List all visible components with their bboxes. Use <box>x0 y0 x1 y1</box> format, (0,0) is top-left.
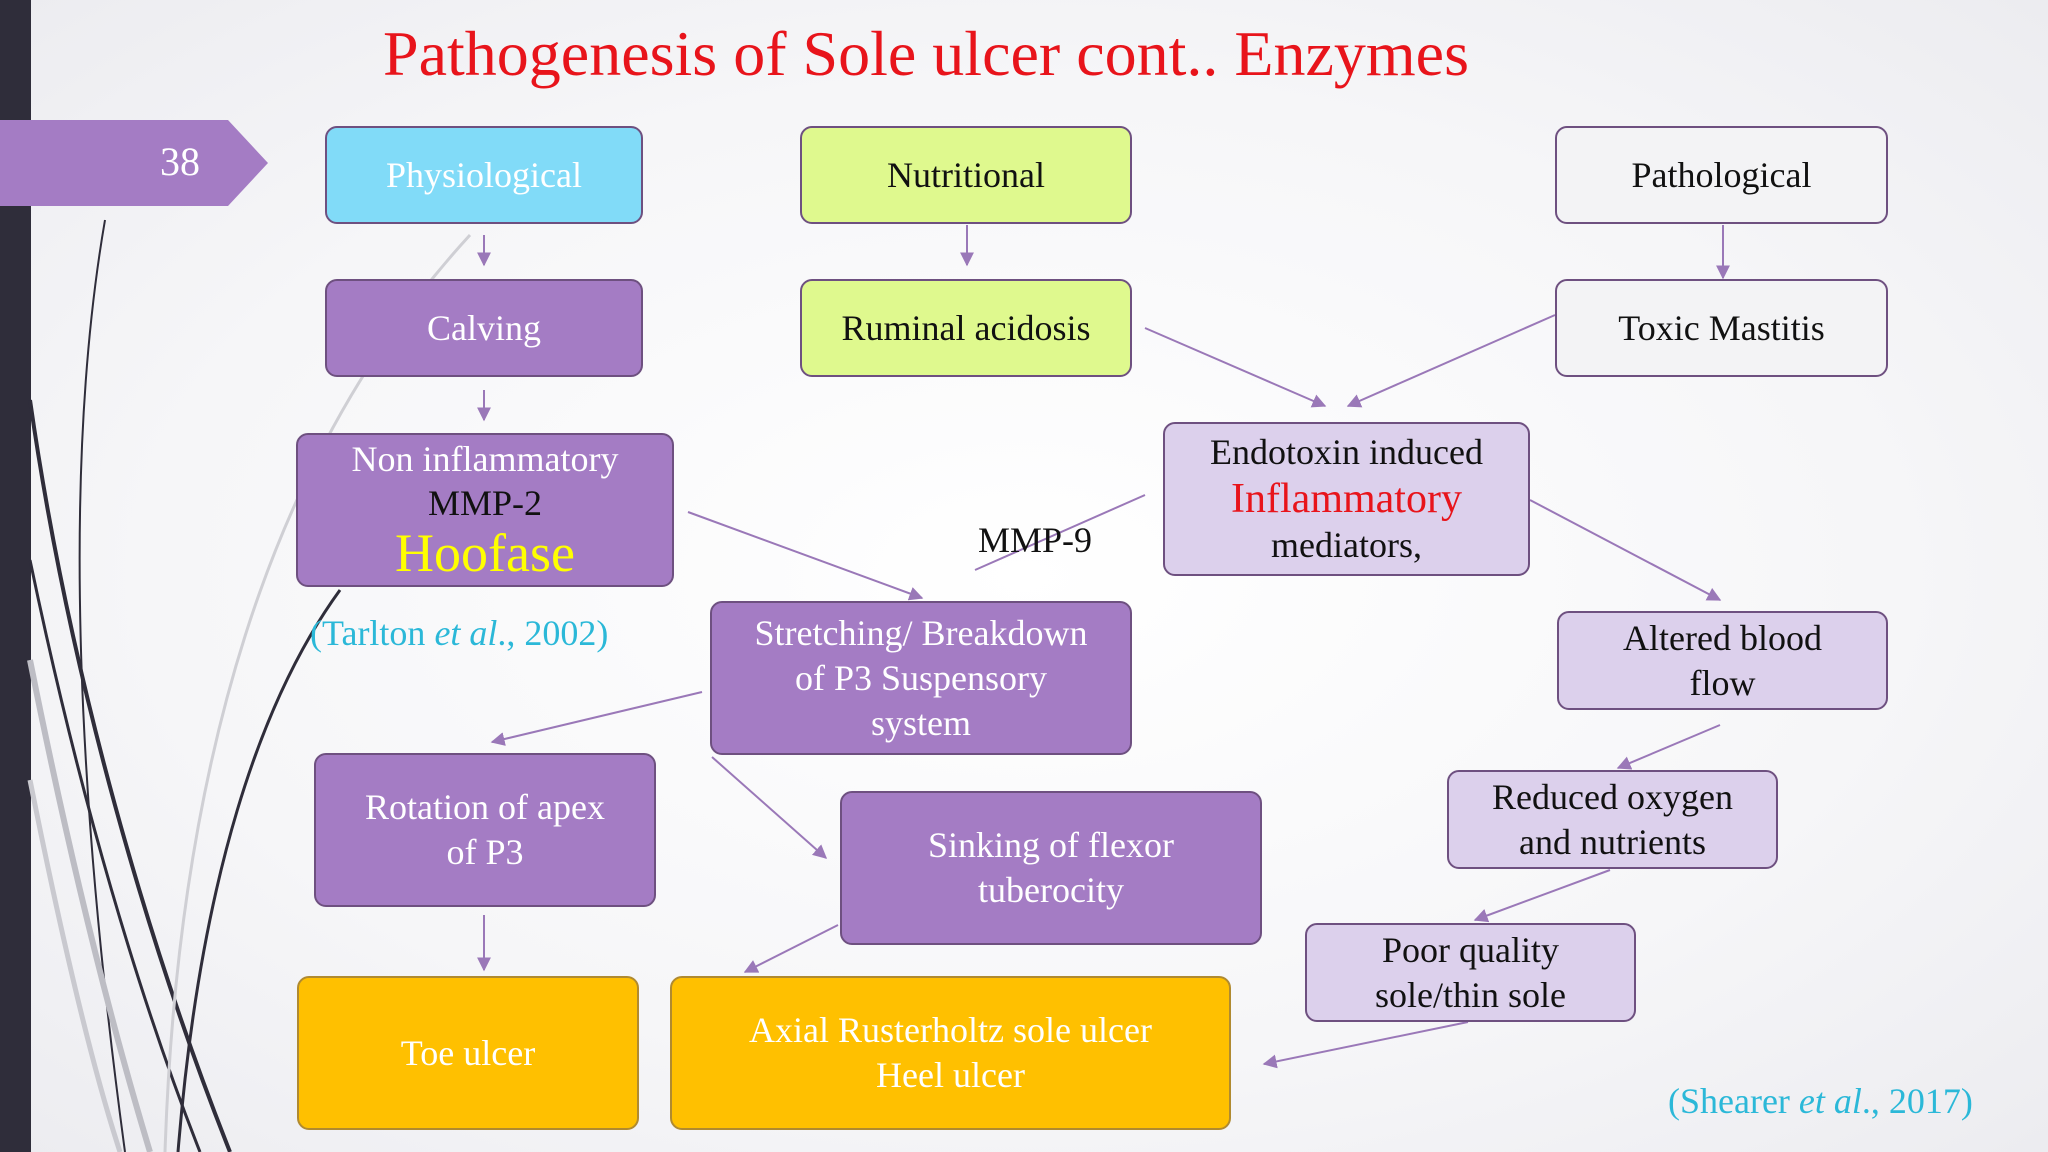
tarlton-open: (Tarlton <box>310 613 435 653</box>
arrow-noninflammatory-stretching <box>687 511 924 601</box>
reduced-oxygen-box: Reduced oxygen and nutrients <box>1447 770 1778 869</box>
mediators-label: mediators, <box>1271 525 1422 566</box>
stretching-line3: system <box>870 702 971 743</box>
toxic-mastitis-label: Toxic Mastitis <box>1618 307 1825 348</box>
slide-number: 38 <box>160 139 200 184</box>
tarlton-etal: et al <box>434 613 498 653</box>
inflammatory-label: Inflammatory <box>1231 475 1462 522</box>
non-inflammatory-line1: Non inflammatory <box>351 439 619 480</box>
reduced-oxygen-line1: Reduced oxygen <box>1492 776 1733 817</box>
axial-sole-ulcer-box: Axial Rusterholtz sole ulcer Heel ulcer <box>670 976 1231 1130</box>
stretching-box: Stretching/ Breakdown of P3 Suspensory s… <box>710 601 1132 755</box>
arrow-endotoxin-altered <box>1529 499 1722 601</box>
calving-box: Calving <box>325 279 643 377</box>
rotation-line2: of P3 <box>446 832 524 872</box>
arrow-poor-axial <box>1262 1021 1469 1069</box>
nutritional-box: Nutritional <box>800 126 1132 224</box>
altered-blood-flow-box: Altered blood flow <box>1557 611 1888 710</box>
arrow-mastitis-endotoxin <box>1346 314 1556 408</box>
shearer-rest: ., 2017) <box>1861 1081 1973 1121</box>
arrow-altered-reduced <box>1616 724 1721 770</box>
rotation-line1: Rotation of apex <box>365 787 605 827</box>
ruminal-acidosis-box: Ruminal acidosis <box>800 279 1132 377</box>
pathological-label: Pathological <box>1631 154 1812 195</box>
arrow-reduced-poor <box>1473 869 1611 923</box>
arrow-stretching-sinking <box>711 756 828 859</box>
hoofase-label: Hoofase <box>395 522 575 583</box>
altered-blood-line1: Altered blood <box>1623 617 1822 658</box>
pathological-box: Pathological <box>1555 126 1888 224</box>
endotoxin-box: Endotoxin induced Inflammatory mediators… <box>1163 422 1530 576</box>
sinking-box: Sinking of flexor tuberocity <box>840 791 1262 945</box>
calving-label: Calving <box>427 307 541 348</box>
toe-ulcer-label: Toe ulcer <box>400 1032 536 1073</box>
toe-ulcer-box: Toe ulcer <box>297 976 639 1130</box>
endotoxin-line1: Endotoxin induced <box>1210 431 1483 472</box>
mmp9-label: MMP-9 <box>978 520 1093 560</box>
sinking-line1: Sinking of flexor <box>928 825 1174 865</box>
poor-quality-line2: sole/thin sole <box>1375 974 1566 1015</box>
mmp2-label: MMP-2 <box>427 482 543 523</box>
nutritional-label: Nutritional <box>887 154 1045 195</box>
stretching-line1: Stretching/ Breakdown <box>754 612 1088 653</box>
non-inflammatory-box: Non inflammatory MMP-2 Hoofase <box>296 433 674 587</box>
physiological-label: Physiological <box>386 154 582 195</box>
slide-title: Pathogenesis of Sole ulcer cont.. Enzyme… <box>383 18 1469 89</box>
stretching-line2: of P3 Suspensory <box>794 657 1048 698</box>
altered-blood-line2: flow <box>1689 662 1756 703</box>
reduced-oxygen-line2: and nutrients <box>1519 821 1706 862</box>
axial-line1: Axial Rusterholtz sole ulcer <box>749 1010 1152 1050</box>
physiological-box: Physiological <box>325 126 643 224</box>
tarlton-citation: (Tarlton et al., 2002) <box>310 615 608 651</box>
sinking-line2: tuberocity <box>978 870 1124 910</box>
arrow-ruminal-endotoxin <box>1144 327 1327 408</box>
arrow-sinking-axial <box>743 924 839 973</box>
tarlton-rest: ., 2002) <box>497 613 609 653</box>
poor-quality-box: Poor quality sole/thin sole <box>1305 923 1636 1022</box>
poor-quality-line1: Poor quality <box>1382 929 1559 970</box>
slide-number-arrow: 38 <box>0 120 268 206</box>
shearer-citation: (Shearer et al., 2017) <box>1668 1083 1973 1119</box>
ruminal-acidosis-label: Ruminal acidosis <box>841 307 1091 348</box>
shearer-etal: et al <box>1798 1081 1862 1121</box>
shearer-open: (Shearer <box>1668 1081 1799 1121</box>
axial-line2: Heel ulcer <box>876 1055 1025 1095</box>
arrow-stretching-rotation <box>490 691 703 746</box>
toxic-mastitis-box: Toxic Mastitis <box>1555 279 1888 377</box>
rotation-box: Rotation of apex of P3 <box>314 753 656 907</box>
